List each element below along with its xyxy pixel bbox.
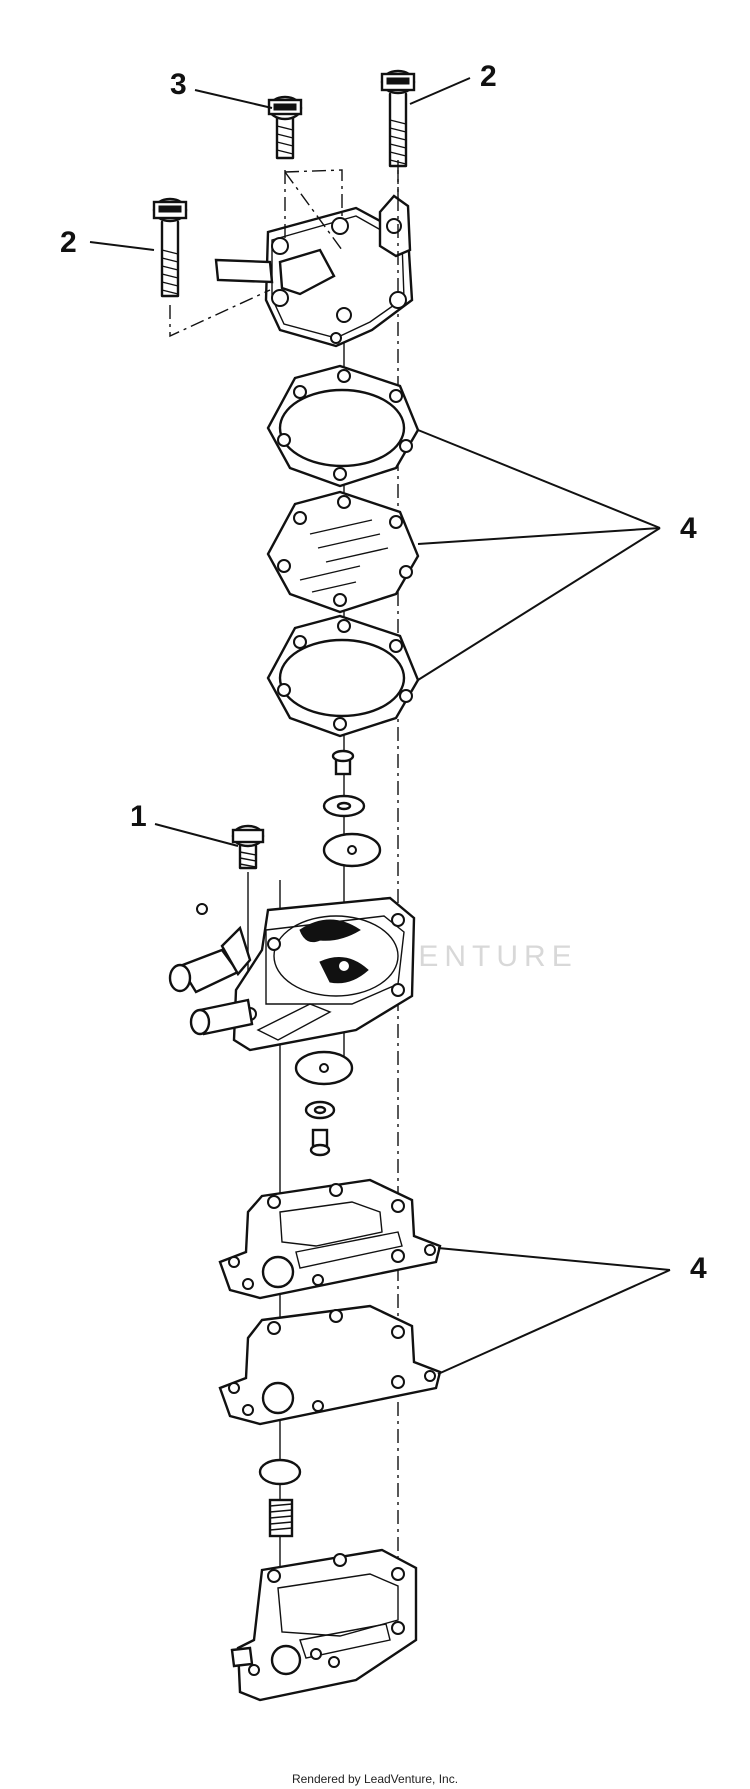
leader-4-bottom xyxy=(437,1247,671,1375)
pump-body xyxy=(168,896,416,1052)
screw-2-right xyxy=(380,69,416,168)
valve-parts-lower xyxy=(294,1050,354,1157)
callout-4-bottom: 4 xyxy=(690,1252,707,1285)
screw-3 xyxy=(267,95,303,160)
screw-1 xyxy=(231,824,265,1010)
gasket-lower-1 xyxy=(218,1178,442,1300)
gasket-ring-2 xyxy=(266,614,420,738)
leader-4-top xyxy=(417,429,661,681)
callout-1: 1 xyxy=(130,800,147,833)
diaphragm xyxy=(266,490,420,614)
footer-credit: Rendered by LeadVenture, Inc. xyxy=(291,1772,459,1786)
base-plate xyxy=(230,1548,418,1702)
callout-3: 3 xyxy=(170,68,187,101)
gasket-ring-1 xyxy=(266,364,420,488)
valve-parts-upper xyxy=(322,749,382,868)
leaders-small xyxy=(89,77,471,847)
top-cover xyxy=(214,194,414,348)
screw-2-left xyxy=(152,197,188,298)
gasket-lower-2 xyxy=(218,1304,442,1426)
callout-2-left: 2 xyxy=(60,226,77,259)
check-valve-spring xyxy=(258,1458,302,1538)
callout-4-top: 4 xyxy=(680,512,697,545)
callout-2-right: 2 xyxy=(480,60,497,93)
screw-paths xyxy=(169,169,399,338)
